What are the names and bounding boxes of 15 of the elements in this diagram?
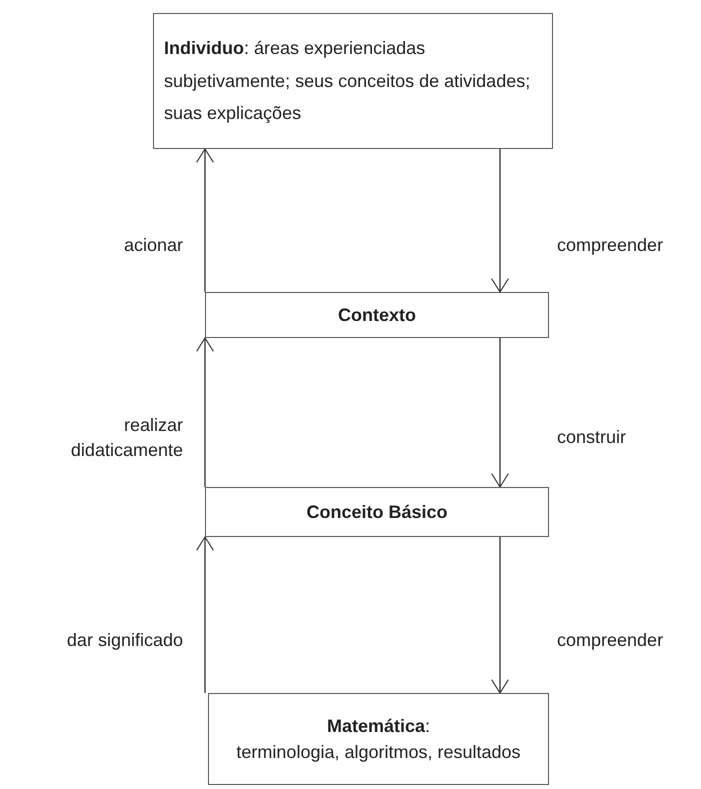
arrow <box>491 149 509 293</box>
concept-box <box>153 13 553 149</box>
box-text: terminologia, algoritmos, resultados <box>236 741 521 764</box>
arrow <box>491 338 509 488</box>
arrow <box>196 337 214 487</box>
arrow <box>196 148 214 292</box>
concept-box <box>208 693 549 785</box>
box-text: Conceito Básico <box>306 500 448 524</box>
box-text: Individuo: áreas experienciadas subjetivamente; seus conceitos de atividades; suas explicações <box>164 37 532 126</box>
concept-box <box>205 292 549 338</box>
box-text: Contexto <box>338 304 416 327</box>
arrow <box>196 536 214 693</box>
arrow <box>491 537 509 694</box>
concept-box <box>205 487 549 537</box>
box-heading: Matemática: <box>326 714 430 738</box>
